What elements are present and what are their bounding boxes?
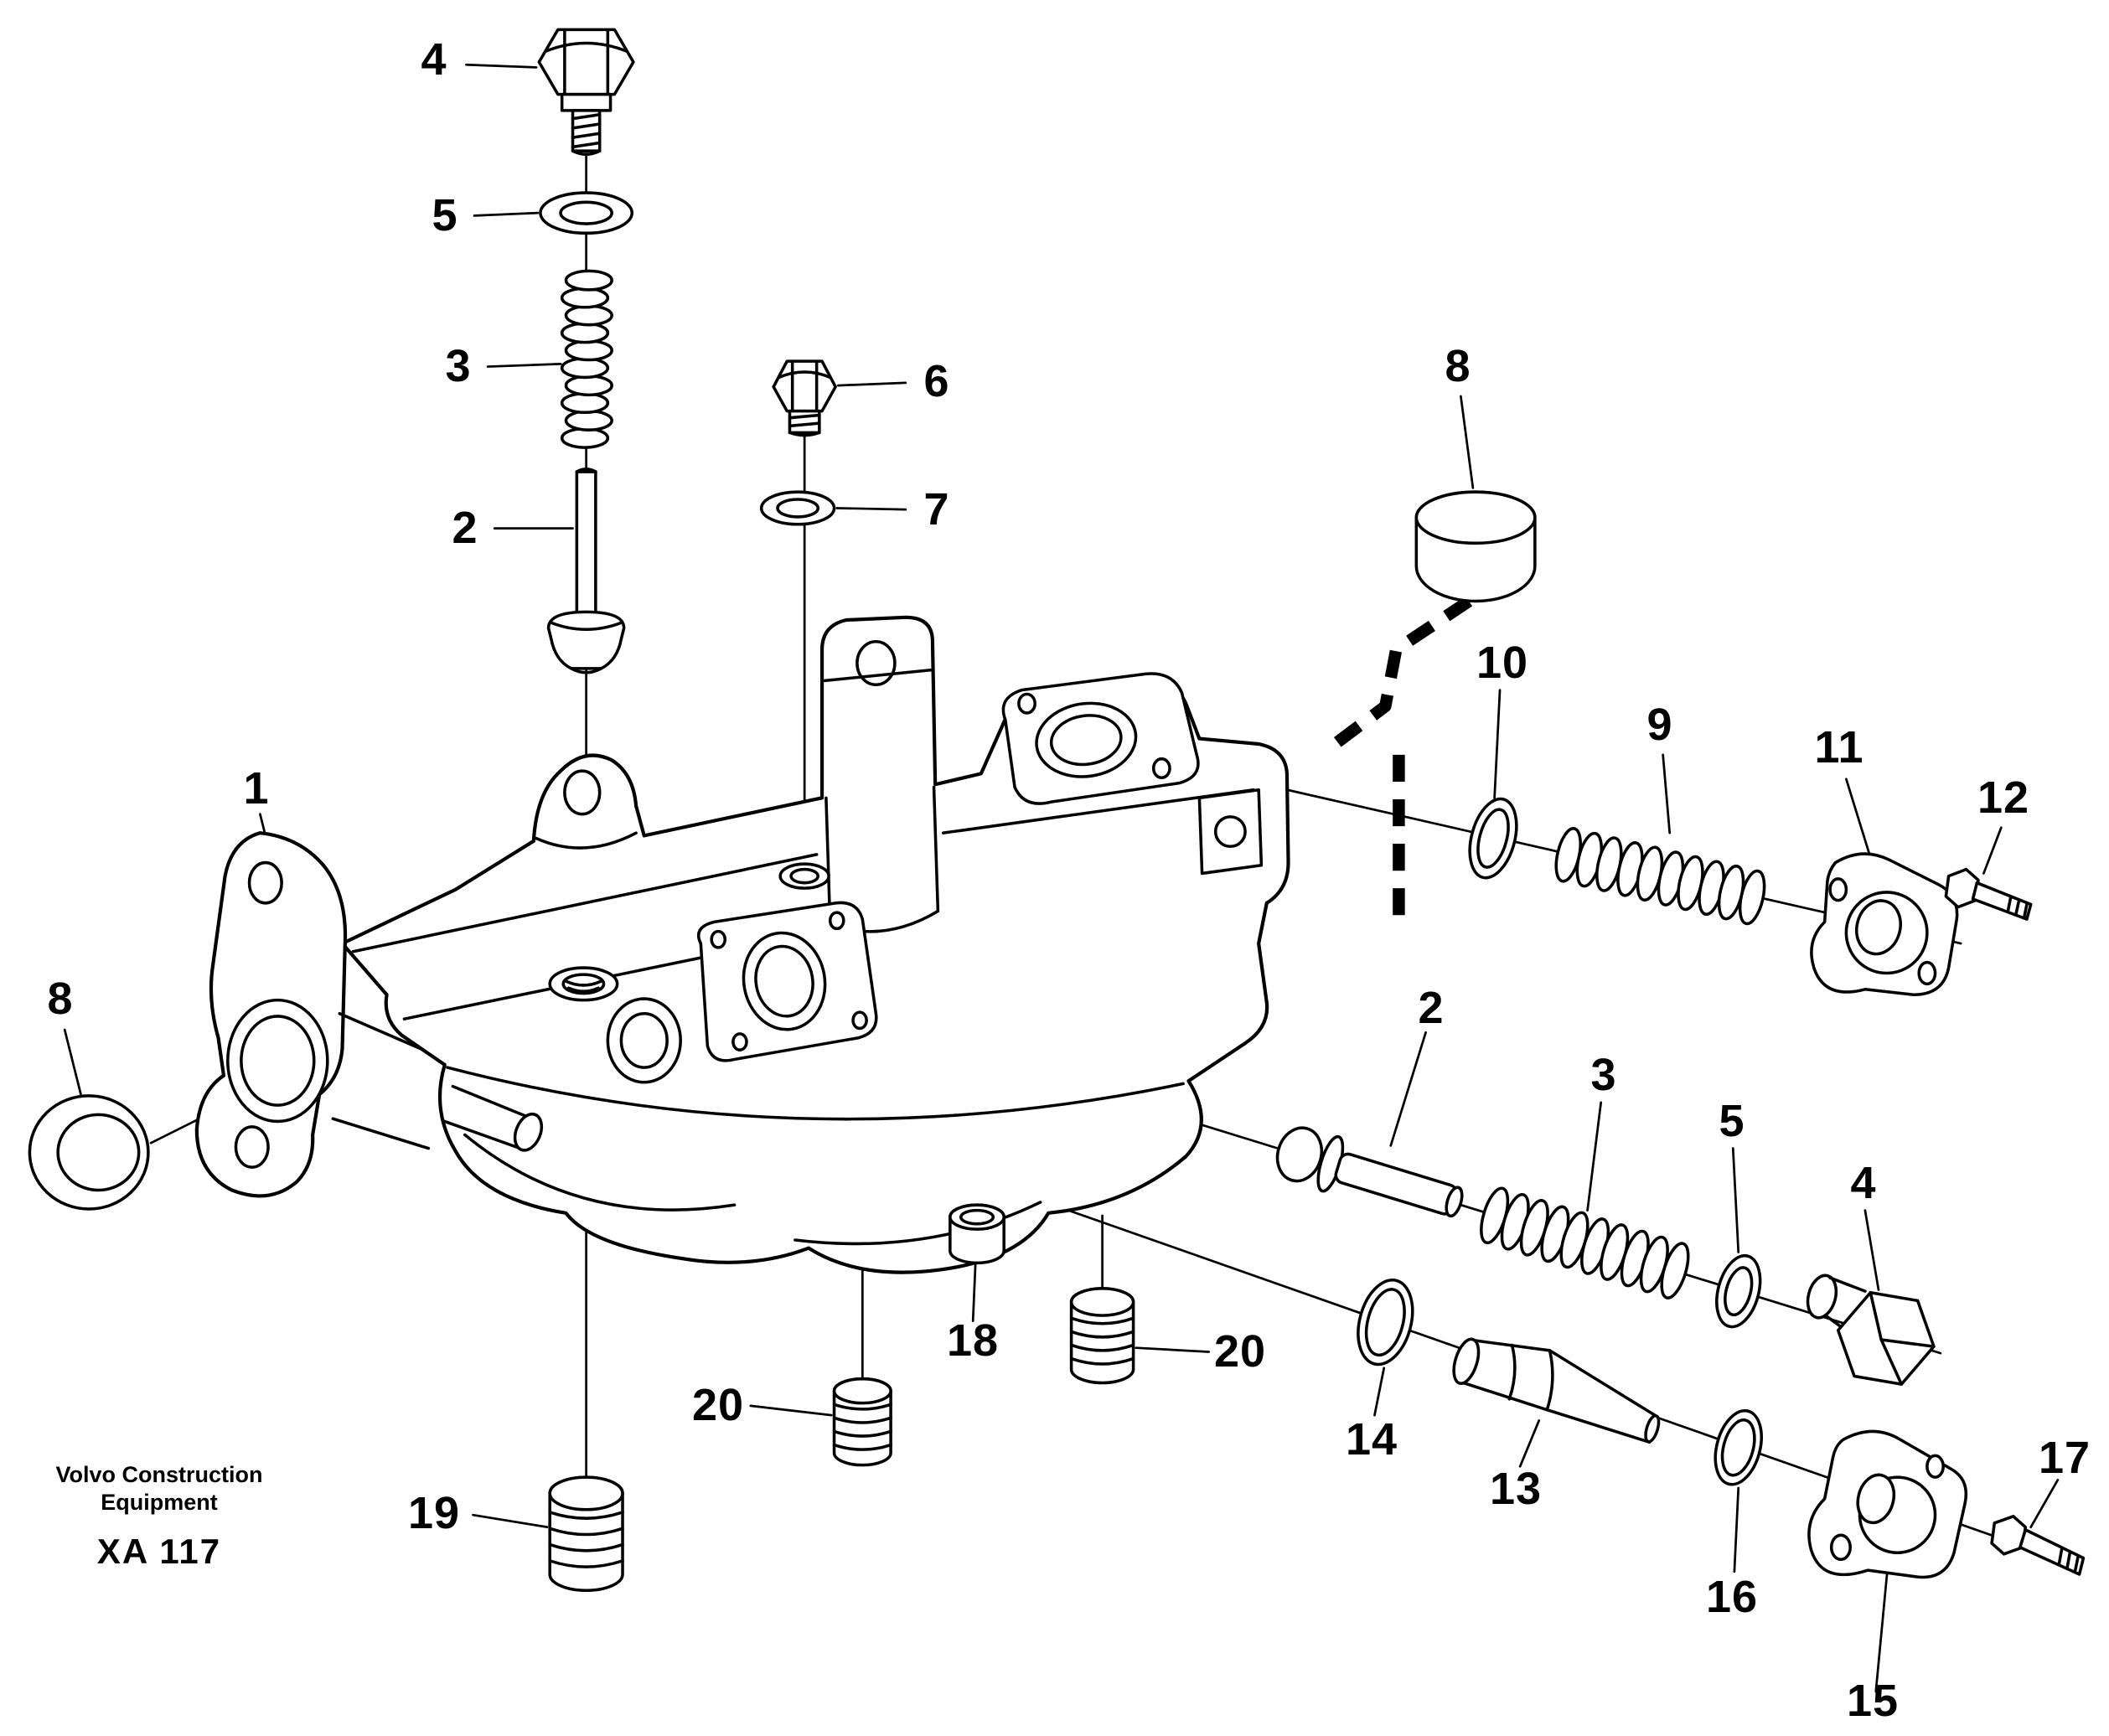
callout-4-0: 4 (421, 34, 447, 85)
part-5-washer-top (539, 191, 634, 235)
callout-14-17: 14 (1345, 1414, 1398, 1465)
callout-7-5: 7 (923, 484, 950, 535)
callout-9-8: 9 (1646, 700, 1673, 750)
callout-8-12: 8 (47, 974, 74, 1024)
callout-6-4: 6 (923, 356, 950, 406)
part-7-washer (759, 490, 836, 526)
callout-19-25: 19 (407, 1488, 461, 1538)
part-3-spring-top (560, 269, 613, 449)
callout-3-2: 3 (445, 341, 472, 391)
callout-16-19: 16 (1705, 1572, 1759, 1622)
part-5-washer-right (1715, 1253, 1762, 1329)
part-10-o-ring (1468, 797, 1518, 880)
callout-2-3: 2 (452, 503, 478, 553)
part-17-bolt (1990, 1515, 2086, 1576)
dashed-connector-lines (1327, 596, 1473, 925)
callout-5-15: 5 (1719, 1096, 1745, 1146)
callout-20-24: 20 (691, 1380, 745, 1430)
part-19-threaded-plug (548, 1475, 624, 1592)
callout-11-9: 11 (1814, 722, 1864, 772)
callout-2-13: 2 (1418, 983, 1445, 1033)
part-2-valve-right (1275, 1126, 1464, 1218)
part-20-threaded-plug-right (1069, 1287, 1135, 1385)
part-6-hex-plug (772, 359, 837, 437)
brand-line-2: Equipment (101, 1489, 218, 1515)
part-4-hex-plug-top (537, 28, 635, 156)
part-1-housing (194, 615, 1290, 1274)
leader-lines (63, 63, 2060, 1693)
part-8-cap-left (28, 1094, 150, 1211)
part-13-valve-cone (1452, 1337, 1661, 1444)
part-2-valve-top (546, 468, 626, 674)
callout-5-1: 5 (432, 190, 458, 240)
callout-4-16: 4 (1850, 1158, 1877, 1208)
callout-17-21: 17 (2038, 1433, 2091, 1483)
callout-13-18: 13 (1489, 1464, 1543, 1514)
part-3-spring-right (1480, 1186, 1690, 1299)
part-20-threaded-plug-left (832, 1377, 892, 1467)
part-14-o-ring (1357, 1279, 1414, 1367)
callout-8-6: 8 (1445, 341, 1471, 391)
callout-18-22: 18 (946, 1315, 1000, 1366)
part-12-bolt (1944, 867, 2033, 921)
callout-10-7: 10 (1476, 638, 1529, 688)
callout-3-14: 3 (1590, 1050, 1617, 1100)
branding-block: Volvo Construction Equipment XA 117 (50, 1461, 268, 1572)
callout-15-20: 15 (1846, 1676, 1900, 1726)
brand-line-1: Volvo Construction (55, 1462, 263, 1487)
part-18-bushing (949, 1203, 1005, 1265)
figure-code: XA 117 (96, 1531, 222, 1571)
part-15-cover-flange (1807, 1429, 1968, 1579)
part-11-cover-flange (1810, 852, 1959, 996)
part-4-hex-plug-right (1806, 1274, 1936, 1386)
callout-20-23: 20 (1213, 1326, 1267, 1377)
callout-1-11: 1 (243, 763, 270, 814)
callout-12-10: 12 (1977, 772, 2030, 823)
part-16-o-ring (1714, 1408, 1763, 1486)
part-8-cap-top-right (1414, 490, 1537, 603)
part-9-spring (1554, 827, 1766, 926)
